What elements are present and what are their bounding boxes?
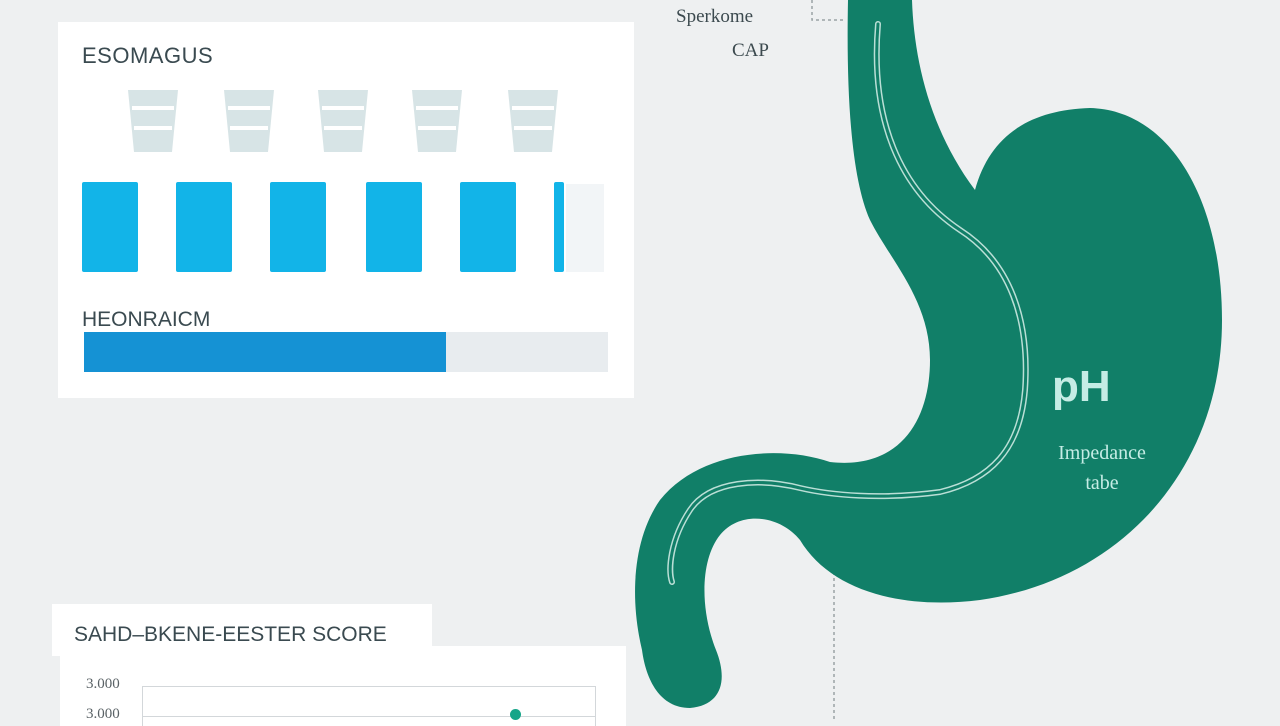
level-bar: [176, 182, 232, 272]
chart-frame: [142, 686, 596, 726]
level-bar: [366, 182, 422, 272]
cup-icon: [222, 86, 276, 156]
cup-icon: [410, 86, 464, 156]
level-bar: [460, 182, 516, 272]
ph-label: pH: [1052, 362, 1111, 411]
cup-icon: [506, 86, 560, 156]
impedance-label-line1: Impedance: [1058, 442, 1146, 464]
cup-icon: [126, 86, 180, 156]
level-bar-empty: [566, 184, 604, 272]
callout-label-2: CAP: [732, 40, 769, 61]
y-tick-label: 3.000: [86, 676, 120, 692]
level-bar: [270, 182, 326, 272]
gridline: [142, 686, 596, 687]
score-chart: 3.000 3.000: [60, 646, 626, 726]
panel-subtitle: HEONRAICM: [82, 308, 211, 331]
progress-bar: [84, 332, 608, 372]
gridline: [142, 716, 596, 717]
callout-label-1: Sperkome: [676, 6, 754, 27]
panel-title: ESOMAGUS: [82, 43, 214, 68]
level-bar: [554, 182, 564, 272]
esophagus-panel: ESOMAGUS HEONRAICM: [58, 22, 634, 398]
impedance-label-line2: tabe: [1085, 472, 1119, 494]
stomach-shape: [635, 0, 1222, 708]
progress-bar-fill: [84, 332, 446, 372]
level-bar: [82, 182, 138, 272]
cup-icon: [316, 86, 370, 156]
impedance-label: Impedance tabe: [1034, 438, 1170, 498]
callout-leader: [811, 0, 846, 21]
score-title: SAHD–BKENE-EESTER SCORE: [74, 623, 387, 646]
data-point: [510, 709, 521, 720]
y-tick-label: 3.000: [86, 706, 120, 722]
